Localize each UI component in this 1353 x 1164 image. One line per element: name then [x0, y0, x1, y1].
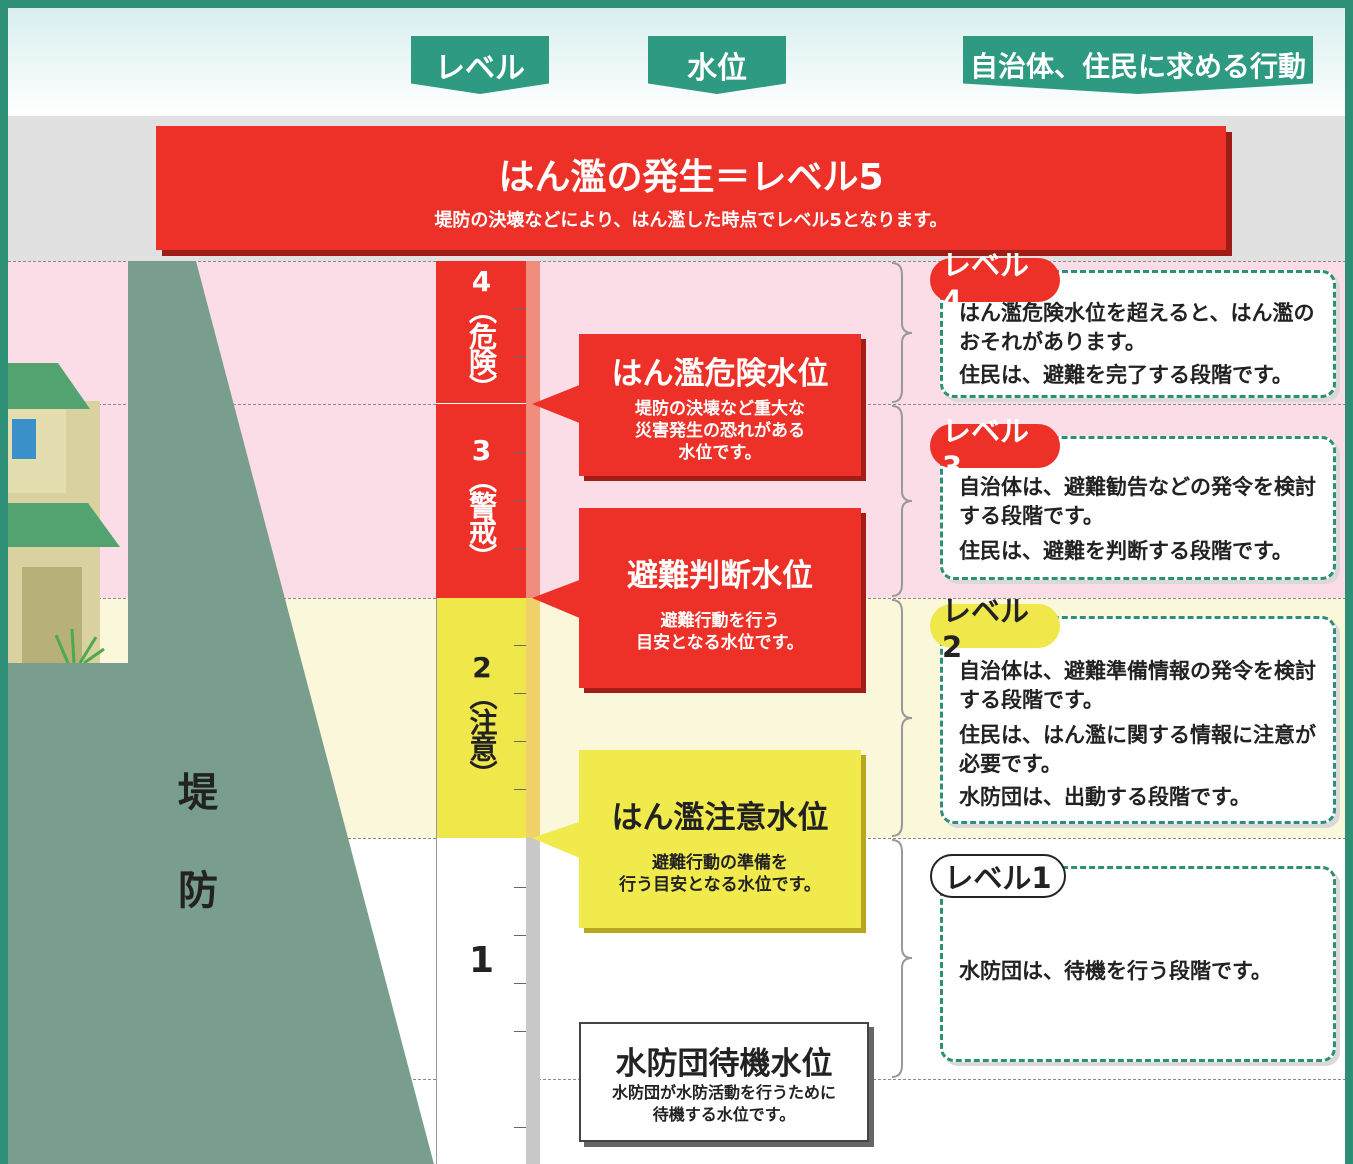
level1-badge: レベル1	[930, 854, 1066, 898]
gauge-level3-label: 3（警戒）	[465, 433, 498, 569]
danger-callout-pointer	[532, 384, 582, 424]
caution-water-level-callout: はん濫注意水位 避難行動の準備を 行う目安となる水位です。	[579, 750, 861, 928]
level4-line-2: 住民は、避難を完了する段階です。	[959, 363, 1293, 387]
evac-water-level-callout: 避難判断水位 避難行動を行う 目安となる水位です。	[579, 508, 861, 688]
caution-water-level-desc: 避難行動の準備を 行う目安となる水位です。	[619, 853, 821, 895]
standby-water-level-callout: 水防団待機水位 水防団が水防活動を行うために 待機する水位です。	[579, 1022, 869, 1142]
rail-yellow	[526, 598, 540, 838]
level5-banner: はん濫の発生＝レベル5 堤防の決壊などにより、はん濫した時点でレベル5となります…	[156, 126, 1226, 250]
gauge-tick	[514, 645, 526, 646]
level3-line-2: 住民は、避難を判断する段階です。	[959, 539, 1293, 563]
levee-label: 堤	[178, 770, 218, 816]
gauge-tick	[514, 453, 526, 454]
standby-water-level-title: 水防団待機水位	[615, 1046, 833, 1082]
gauge-tick	[514, 693, 526, 694]
gauge-tick	[514, 935, 526, 936]
level2-action-box: 自治体は、避難準備情報の発令を検討する段階です。 住民は、はん濫に関する情報に注…	[940, 616, 1336, 824]
bracket-level1	[891, 839, 913, 1078]
gauge-tick	[514, 357, 526, 358]
rail-red	[526, 261, 540, 598]
gauge-tick	[514, 1031, 526, 1032]
level5-subtitle: 堤防の決壊などにより、はん濫した時点でレベル5となります。	[434, 210, 948, 231]
gauge-tick	[514, 1127, 526, 1128]
gauge-tick	[514, 983, 526, 984]
level4-action-box: はん濫危険水位を超えると、はん濫のおそれがあります。 住民は、避難を完了する段階…	[940, 270, 1336, 398]
house-icon	[8, 363, 120, 663]
gauge-tick	[514, 741, 526, 742]
bracket-level2	[891, 599, 913, 837]
danger-water-level-callout: はん濫危険水位 堤防の決壊など重大な 災害発生の恐れがある 水位です。	[579, 334, 861, 476]
tab-level: レベル	[411, 36, 549, 94]
level2-line-2: 住民は、はん濫に関する情報に注意が必要です。	[959, 723, 1316, 776]
gauge-level2: 2（注意）	[436, 598, 526, 838]
grass-icon	[54, 628, 105, 665]
house-and-levee-illustration	[8, 261, 434, 1164]
level4-badge: レベル4	[930, 248, 1060, 318]
bracket-level4	[891, 262, 913, 403]
caution-water-level-title: はん濫注意水位	[611, 800, 829, 836]
level1-action-box: 水防団は、待機を行う段階です。	[940, 866, 1336, 1062]
gauge-level1-label: 1	[468, 940, 495, 981]
gauge-tick	[514, 308, 526, 309]
level4-line-1: はん濫危険水位を超えると、はん濫のおそれがあります。	[959, 301, 1315, 354]
evac-water-level-desc: 避難行動を行う 目安となる水位です。	[636, 611, 804, 653]
standby-water-level-desc: 水防団が水防活動を行うために 待機する水位です。	[611, 1083, 836, 1124]
gauge-level4-label: 4（危険）	[465, 264, 498, 400]
levee-shape	[8, 261, 434, 1164]
tab-water-level: 水位	[648, 36, 786, 94]
caution-callout-pointer	[532, 821, 582, 859]
danger-water-level-desc: 堤防の決壊など重大な 災害発生の恐れがある 水位です。	[635, 399, 805, 463]
bracket-level3	[891, 405, 913, 597]
level-gauge: 4（危険） 3（警戒） 2（注意） 1	[436, 261, 526, 1164]
gauge-tick	[514, 501, 526, 502]
evac-callout-pointer	[532, 579, 582, 619]
gauge-level2-label: 2（注意）	[465, 650, 499, 786]
rail-grey	[526, 838, 540, 1164]
divider-line	[8, 261, 1345, 262]
level2-line-1: 自治体は、避難準備情報の発令を検討する段階です。	[959, 659, 1316, 712]
level5-title: はん濫の発生＝レベル5	[498, 157, 884, 198]
level1-line-1: 水防団は、待機を行う段階です。	[959, 959, 1272, 983]
tab-required-action: 自治体、住民に求める行動	[963, 36, 1313, 94]
level3-line-1: 自治体は、避難勧告などの発令を検討する段階です。	[959, 475, 1316, 528]
gauge-level1: 1	[436, 838, 526, 1164]
gauge-tick	[514, 887, 526, 888]
levee-label: 防	[178, 868, 218, 914]
gauge-level3: 3（警戒）	[436, 404, 526, 598]
evac-water-level-title: 避難判断水位	[627, 558, 813, 594]
level2-badge: レベル2	[930, 594, 1060, 664]
gauge-tick	[514, 549, 526, 550]
gauge-tick	[514, 789, 526, 790]
gauge-rail	[526, 261, 540, 1164]
danger-water-level-title: はん濫危険水位	[611, 356, 829, 392]
level2-line-3: 水防団は、出動する段階です。	[959, 785, 1251, 809]
level3-badge: レベル3	[930, 414, 1060, 484]
gauge-level4: 4（危険）	[436, 261, 526, 404]
